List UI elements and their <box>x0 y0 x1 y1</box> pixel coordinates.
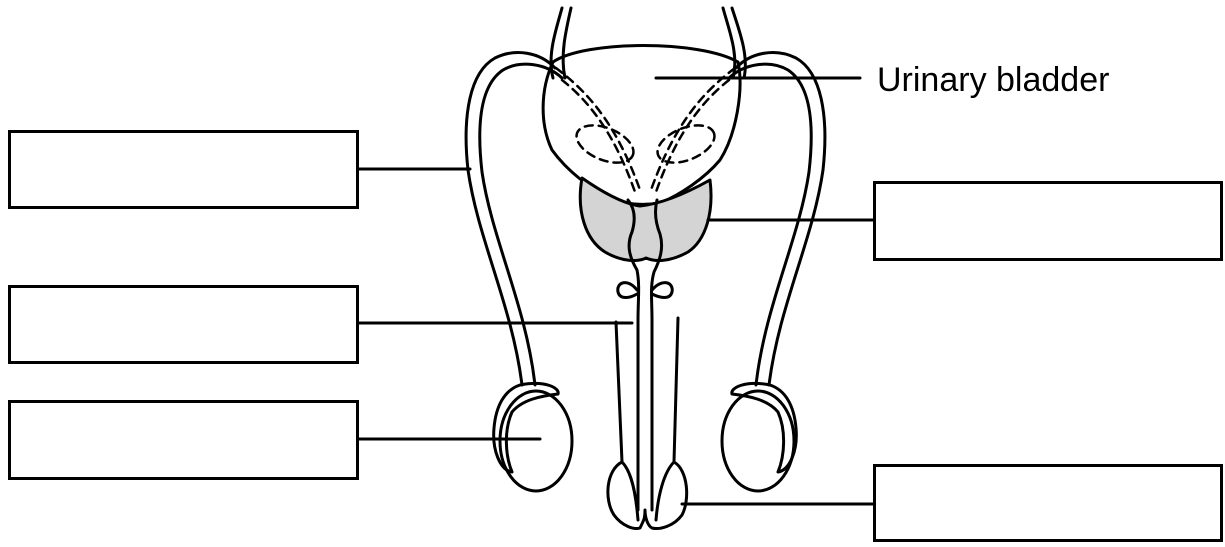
answer-box-prostate-gland[interactable] <box>873 181 1223 261</box>
right-seminal-duct-2 <box>656 80 729 192</box>
penis-glans <box>608 462 687 528</box>
left-testis <box>500 391 572 491</box>
left-vas-deferens-inner <box>480 64 562 385</box>
left-vas-deferens-outer <box>466 53 555 385</box>
left-bulbourethral-gland <box>618 283 637 298</box>
left-ureter-inner <box>563 8 571 78</box>
penis-glans-left-ridge <box>622 462 638 520</box>
right-ureter <box>723 8 735 78</box>
answer-box-urethra[interactable] <box>8 285 359 364</box>
answer-box-penis[interactable] <box>873 464 1223 542</box>
answer-box-vas-deferens[interactable] <box>8 130 359 209</box>
prostate-gland-shape <box>580 178 711 260</box>
penis-shaft-right <box>674 318 678 462</box>
penis-shaft-left <box>616 322 622 462</box>
right-bulbourethral-gland <box>652 283 672 298</box>
urinary-bladder-label: Urinary bladder <box>877 61 1109 99</box>
answer-box-testis[interactable] <box>8 400 359 480</box>
penis-glans-right-ridge <box>656 462 674 520</box>
right-vas-deferens-inner <box>729 64 811 385</box>
